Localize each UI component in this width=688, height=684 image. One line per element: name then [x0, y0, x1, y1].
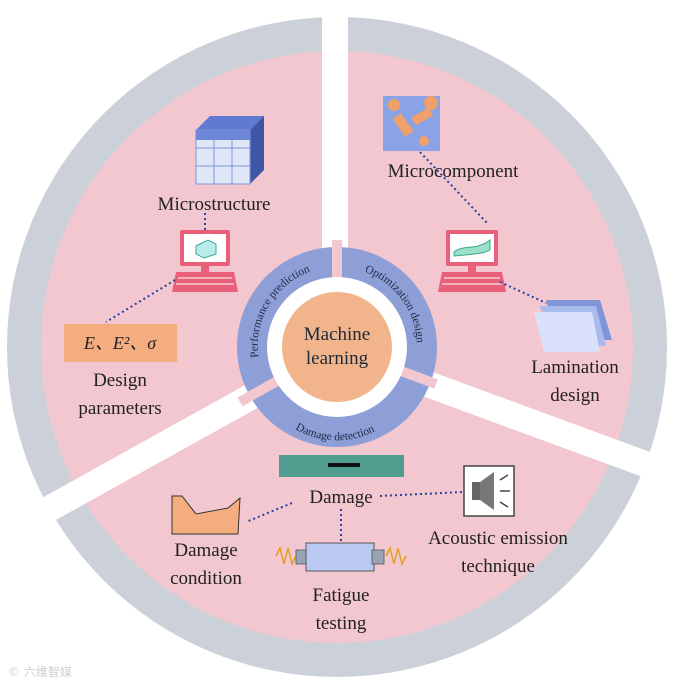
label-microcomponent: Microcomponent — [388, 161, 520, 182]
label-microstructure: Microstructure — [158, 194, 271, 215]
connectors-bottom — [245, 491, 463, 542]
computer-right-icon — [438, 230, 506, 292]
lamination-layers-icon — [534, 300, 612, 352]
label-acoustic-2: technique — [461, 556, 535, 577]
design-parameters-box — [64, 324, 177, 362]
label-design-1: Design — [93, 370, 147, 391]
center-label-line1: Machine — [304, 324, 370, 345]
label-acoustic-1: Acoustic emission — [428, 528, 568, 549]
label-design-2: parameters — [78, 398, 161, 419]
acoustic-speaker-icon — [463, 465, 515, 517]
fatigue-specimen-icon — [275, 542, 407, 572]
damaged-specimen-icon — [279, 455, 404, 477]
design-parameters-equation: E、E²、σ — [83, 333, 157, 353]
microstructure-cube-icon — [195, 116, 264, 185]
label-lamination-1: Lamination — [531, 357, 619, 378]
label-damage: Damage — [309, 487, 372, 508]
label-damage-condition-1: Damage — [174, 540, 237, 561]
computer-left-icon — [172, 230, 238, 292]
connectors-left — [105, 213, 206, 323]
label-lamination-2: design — [550, 385, 600, 406]
label-damage-condition-2: condition — [170, 568, 242, 589]
center-label-line2: learning — [306, 348, 369, 369]
microcomponent-icon — [383, 96, 440, 151]
label-fatigue-2: testing — [316, 613, 367, 634]
center-circle — [282, 292, 392, 402]
watermark: © 六维智媒 — [8, 664, 72, 679]
connectors-right — [419, 151, 547, 304]
label-fatigue-1: Fatigue — [313, 585, 370, 606]
damage-condition-icon — [171, 495, 241, 535]
